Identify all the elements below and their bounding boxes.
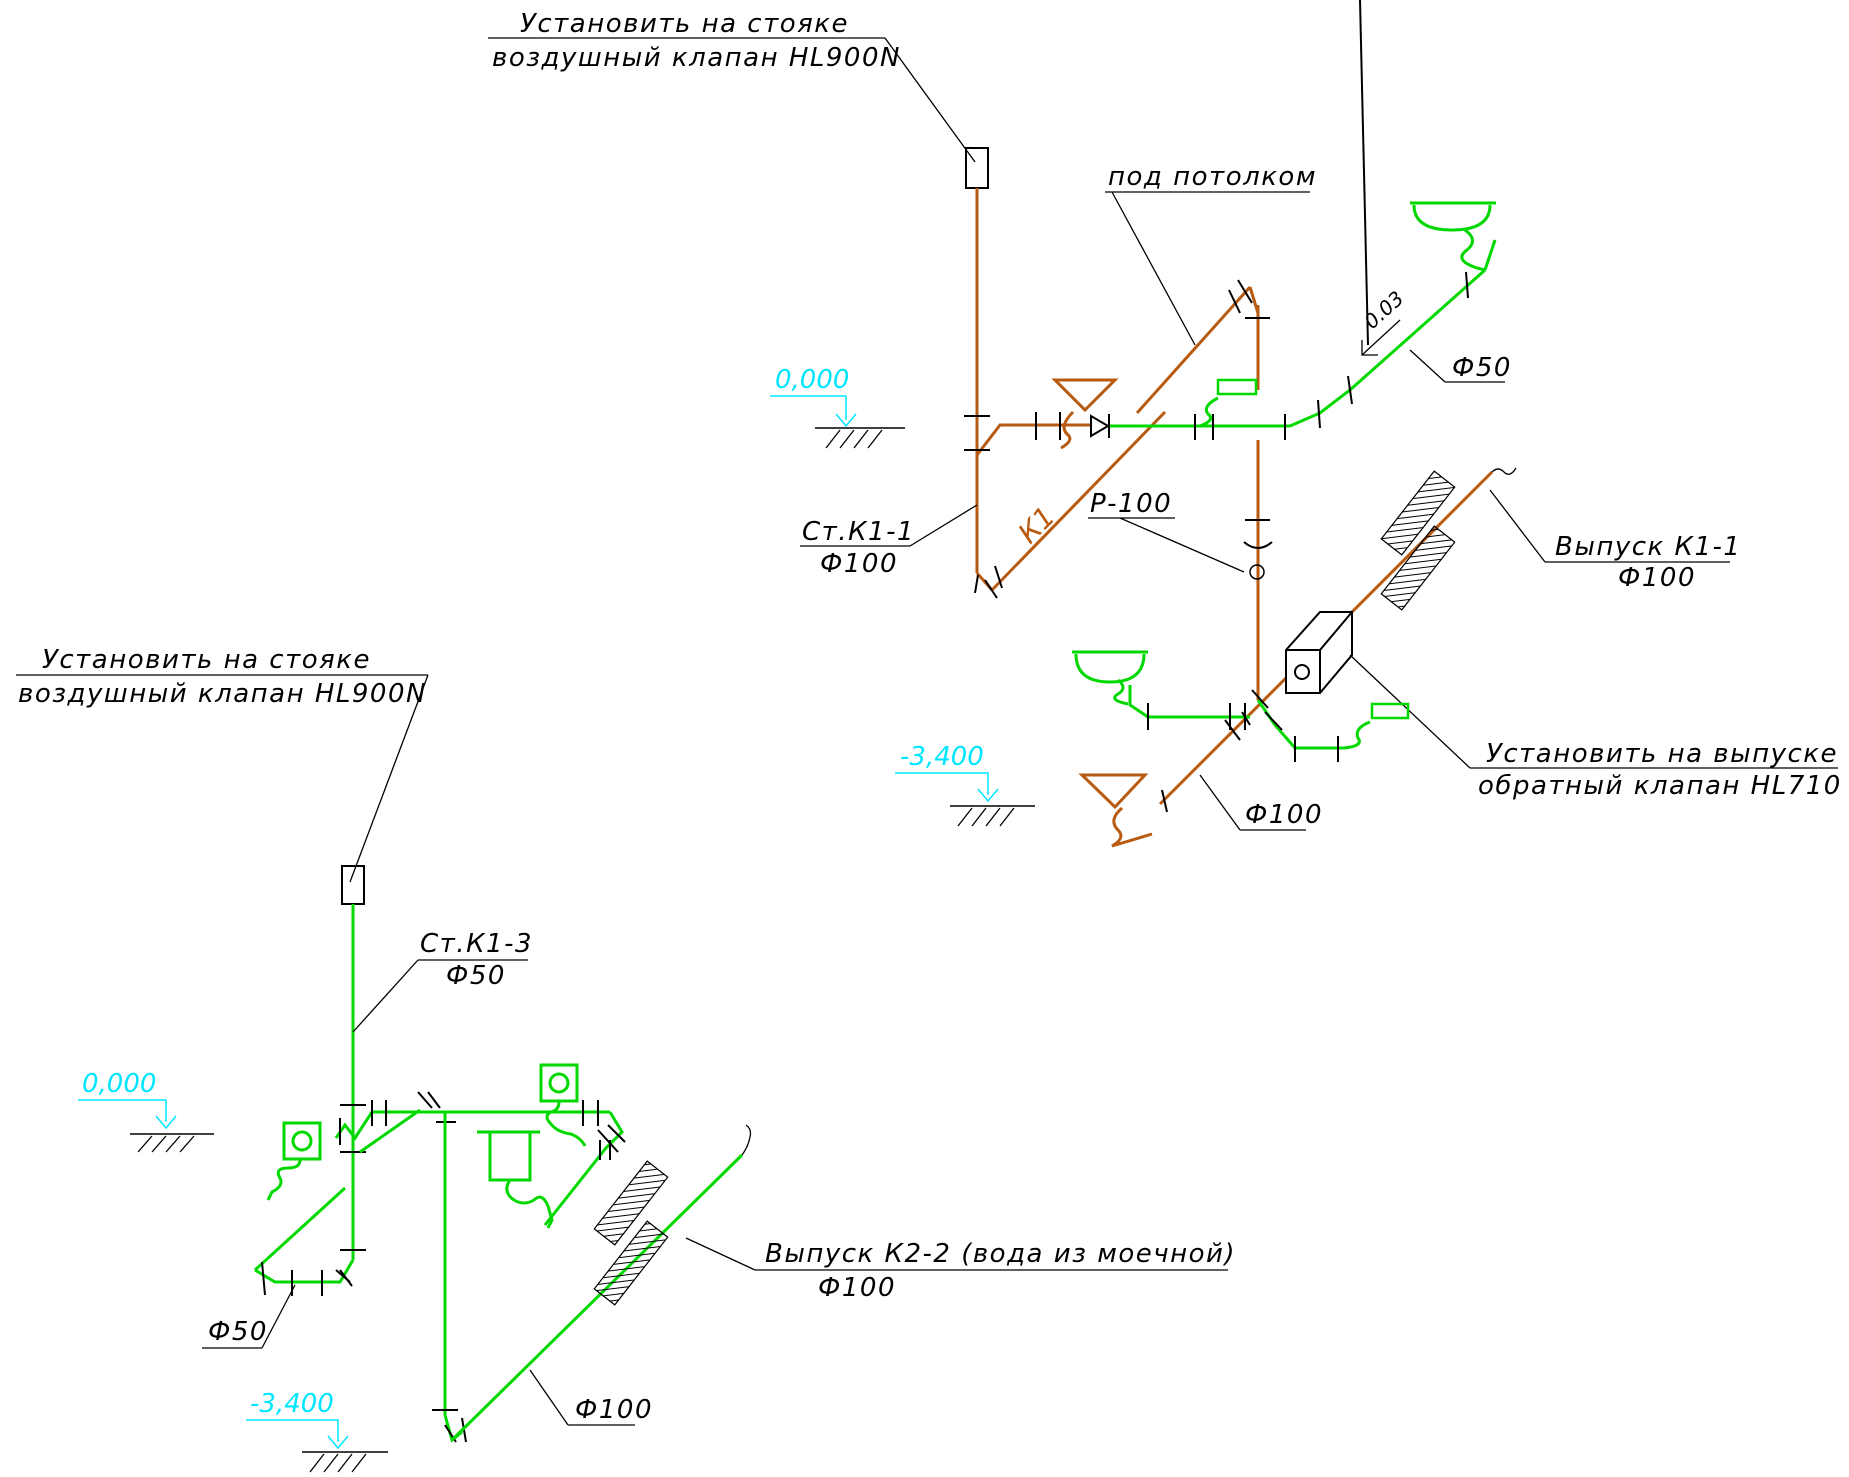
outlet-k1-1-name: Выпуск К1-1 <box>1555 532 1741 562</box>
k1-pipe-label: К1 <box>1012 500 1062 550</box>
leader-check-valve: Установить на выпуске обратный клапан HL… <box>1349 654 1842 801</box>
cleanout-p100 <box>1249 564 1265 580</box>
dia50-bottom-label: Ф50 <box>208 1317 268 1347</box>
leader-dia100-top: Ф100 <box>1199 774 1323 831</box>
under-ceiling-label: под потолком <box>1108 162 1317 192</box>
dia50-top-label: Ф50 <box>1452 353 1512 383</box>
vent-valve-hl900n-bottom <box>341 865 365 905</box>
outlet-k2-2 <box>450 1124 752 1442</box>
riser-k1-1-dia: Ф100 <box>820 549 898 579</box>
outlet-k1-1-dia: Ф100 <box>1618 563 1696 593</box>
green-branches-k1-3 <box>334 1091 626 1443</box>
leader-under-ceiling: под потолком <box>1105 162 1317 346</box>
green-branch-top <box>1110 268 1486 440</box>
level-mark-0-bottom: 0,000 <box>78 1069 214 1153</box>
check-valve-symbol <box>1090 414 1110 438</box>
outlet-k2-2-name: Выпуск К2-2 (вода из моечной) <box>765 1239 1236 1269</box>
riser-k1-3-name: Ст.К1-3 <box>420 929 533 959</box>
riser-k1-1-name: Ст.К1-1 <box>802 517 915 547</box>
level-mark-0-top: 0,000 <box>770 365 905 449</box>
level-mark-m34-top: -3,400 <box>895 742 1035 827</box>
level-m34-top-label: -3,400 <box>900 742 984 772</box>
green-branches-lower <box>1072 650 1410 848</box>
leader-p100: Р-100 <box>1088 440 1273 700</box>
leader-dia50-top: Ф50 <box>1409 349 1512 383</box>
sink-top-right <box>1410 201 1497 272</box>
check-valve-hl710 <box>1285 611 1353 694</box>
leader-dia50-bottom: Ф50 <box>202 1284 296 1349</box>
p100-label: Р-100 <box>1090 489 1172 519</box>
riser-k1-3 <box>253 904 366 1296</box>
check-valve-line1: Установить на выпуске <box>1486 739 1838 769</box>
dia100-top-label: Ф100 <box>1245 800 1323 830</box>
level-0-bottom-label: 0,000 <box>82 1069 156 1099</box>
dia100-bottom-label: Ф100 <box>575 1395 653 1425</box>
outlet-k2-2-dia: Ф100 <box>818 1273 896 1303</box>
floor-drain-right <box>539 1063 587 1147</box>
leader-outlet-k2-2: Выпуск К2-2 (вода из моечной) Ф100 <box>685 1237 1236 1303</box>
pipe-under-ceiling <box>1135 285 1252 415</box>
leader-riser-k1-1: Ст.К1-1 Ф100 <box>800 504 978 579</box>
floor-drain-left <box>266 1121 322 1201</box>
kitchen-sink <box>477 1130 554 1229</box>
riser-k1-3-dia: Ф50 <box>446 961 506 991</box>
outlet-k1-1 <box>1158 467 1517 806</box>
leader-dia100-bottom: Ф100 <box>529 1369 653 1426</box>
system-k1-1: Установить на стояке воздушный клапан HL… <box>488 0 1842 848</box>
vent-valve-bottom-line2: воздушный клапан HL900N <box>18 679 427 709</box>
leader-outlet-k1-1: Выпуск К1-1 Ф100 <box>1489 489 1741 593</box>
level-0-top-label: 0,000 <box>775 365 849 395</box>
leader-vent-valve-top: Установить на стояке воздушный клапан HL… <box>488 9 976 163</box>
riser-k1-1 <box>964 188 1167 599</box>
system-k1-3: Установить на стояке воздушный клапан HL… <box>16 645 1236 1473</box>
vent-valve-top-line1: Установить на стояке <box>520 9 849 39</box>
leader-riser-k1-3: Ст.К1-3 Ф50 <box>352 929 533 1033</box>
brown-funnel-top <box>1051 378 1119 450</box>
level-m34-bottom-label: -3,400 <box>250 1389 334 1419</box>
vent-valve-bottom-line1: Установить на стояке <box>42 645 371 675</box>
vent-valve-top-line2: воздушный клапан HL900N <box>492 43 901 73</box>
level-mark-m34-bottom: -3,400 <box>246 1389 388 1473</box>
leader-vent-valve-bottom: Установить на стояке воздушный клапан HL… <box>16 645 429 883</box>
check-valve-line2: обратный клапан HL710 <box>1478 771 1842 801</box>
